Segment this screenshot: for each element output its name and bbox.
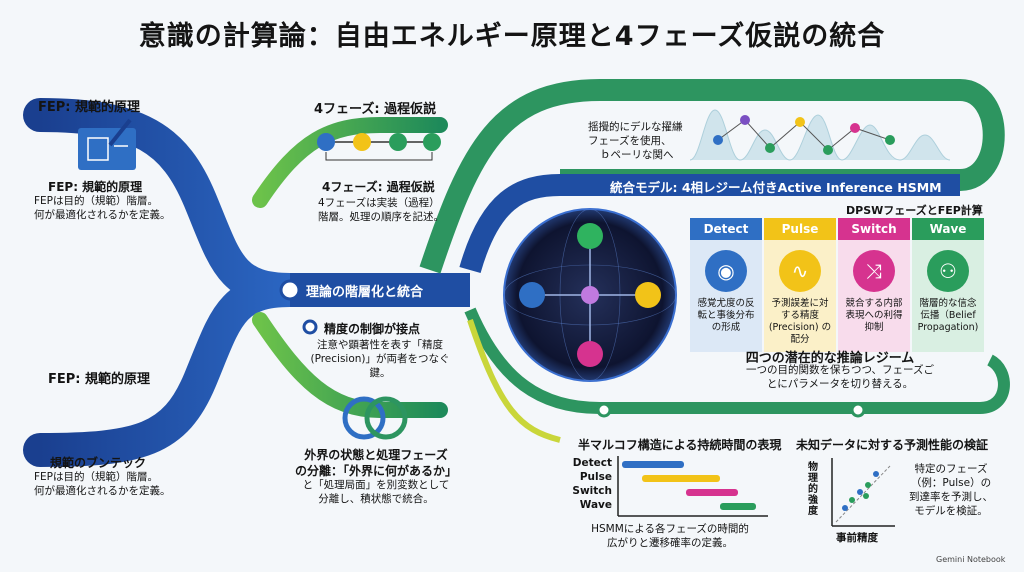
regimes-body-1: 一つの目的関数を保ちつつ、フェーズご (745, 364, 935, 376)
fep-bottom-body-1: FEPは目的（規範）階層。 (34, 471, 159, 483)
bottom-arc-ribbon (464, 307, 1010, 414)
precision-body-2: (Precision)」が両者をつなぐ (310, 353, 450, 365)
phase-2-body-2: 表現への利得 (845, 310, 903, 321)
phase-node-1 (317, 133, 335, 151)
four-phase-subheading: 4フェーズ: 過程仮説 (322, 180, 435, 194)
phase-3-body-3: Propagation) (917, 322, 979, 333)
dpsw-title: DPSWフェーズとFEP計算 (846, 204, 983, 217)
four-phase-heading: 4フェーズ: 過程仮説 (314, 102, 437, 117)
validation-ylabel: 物理的強度 (808, 462, 818, 517)
yellow-ribbon (467, 319, 561, 443)
sphere-node-detect (519, 282, 545, 308)
fep-bottom-body-2: 何が最適化されるかを定義。 (34, 485, 171, 497)
sm-label-detect: Detect (572, 457, 612, 469)
phase-node-2 (353, 133, 371, 151)
validation-body-2: （例：Pulse）の (910, 477, 992, 489)
center-node (279, 279, 301, 301)
fep-top-body-1: FEPは目的（規範）階層。 (34, 195, 159, 207)
sm-bar-switch (686, 489, 738, 496)
sphere-node-pulse (635, 282, 661, 308)
center-label: 理論の階層化と統合 (306, 285, 424, 300)
top-arc-ribbon (419, 79, 1005, 274)
sphere-node-wave (577, 223, 603, 249)
phase-3-body-2: 伝播（Belief (920, 310, 976, 321)
fep-top-subheading: FEP: 規範的原理 (48, 180, 143, 194)
phase-0-body-2: 転と事後分布 (697, 310, 755, 321)
sm-bar-detect (622, 461, 684, 468)
fep-bottom-heading: FEP: 規範的原理 (48, 372, 151, 387)
pencil-icon (108, 118, 132, 147)
pulse-icon: ∿ (779, 250, 821, 292)
wave-peaks (689, 109, 951, 161)
sphere-node-center (581, 286, 599, 304)
separation-body-2: 分離し、積状態で統合。 (318, 493, 434, 505)
blueprint-icon (78, 128, 136, 170)
phase-1-body-3: (Precision) の (768, 322, 832, 333)
phase-1-body-1: 予測誤差に対 (771, 298, 829, 309)
fep-top-body-2: 何が最適化されるかを定義。 (34, 209, 171, 221)
hierarchy-icon: ⚇ (927, 250, 969, 292)
footer-logo: Gemini Notebook (936, 555, 1006, 564)
four-phase-body-1: 4フェーズは実装（過程） (318, 197, 440, 209)
phase-node-3 (389, 133, 407, 151)
model-title: 統合モデル: 4相レジーム付きActive Inference HSMM (610, 180, 942, 195)
validation-heading: 未知データに対する予測性能の検証 (796, 438, 989, 452)
phase-tab-2: Switch (838, 218, 910, 240)
regimes-body-2: とにパラメータを切り替える。 (766, 378, 914, 390)
sm-bar-pulse (642, 475, 720, 482)
sm-label-pulse: Pulse (579, 471, 612, 483)
regimes-heading: 四つの潜在的な推論レジーム (745, 351, 915, 366)
wave-note-2: フェーズを使用、 (588, 135, 672, 147)
phase-tab-1: Pulse (764, 218, 836, 240)
phase-1-body-2: する精度 (780, 310, 819, 321)
semi-markov-body-1: HSMMによる各フェーズの時間的 (591, 523, 749, 535)
model-band (459, 174, 960, 274)
precision-heading: 精度の制御が接点 (324, 322, 421, 336)
sm-label-switch: Switch (572, 485, 612, 497)
eye-icon: ◉ (705, 250, 747, 292)
separation-body-1: と「処理局面」を別変数として (302, 479, 450, 491)
phase-0-body-3: の形成 (711, 322, 741, 333)
lower-green-ribbon (252, 312, 448, 418)
sm-bar-wave (720, 503, 756, 510)
validation-body-3: 到達率を予測し、 (909, 491, 993, 503)
phase-3-body-1: 階層的な信念 (919, 298, 977, 309)
phase-1-body-4: 配分 (790, 334, 810, 345)
wave-note-1: 揺攪的にデルな擢縑 (588, 121, 683, 133)
validation-body-4: モデルを検証。 (914, 505, 988, 517)
ring-right-icon (364, 396, 408, 440)
validation-xlabel: 事前精度 (836, 532, 878, 544)
semi-markov-heading: 半マルコフ構造による持続時間の表現 (578, 438, 782, 452)
validation-body-1: 特定のフェーズ (914, 463, 988, 475)
phase-0-body-1: 感覚尤度の反 (697, 298, 755, 309)
shuffle-icon: ⤨ (853, 250, 895, 292)
phase-tab-3: Wave (912, 218, 984, 240)
precision-body-1: 注意や顕著性を表す「精度 (317, 339, 443, 351)
page-title: 意識の計算論：自由エネルギー原理と4フェーズ仮説の統合 (138, 21, 886, 52)
separation-heading-1: 外界の状態と処理フェーズ (304, 448, 448, 462)
four-phase-body-2: 階層。処理の順序を記述。 (318, 211, 444, 223)
fep-top-heading: FEP: 規範的原理 (38, 100, 141, 115)
semi-markov-body-2: 広がりと遷移確率の定義。 (607, 537, 733, 549)
phase-2-body-3: 抑制 (864, 322, 884, 333)
phase-2-body-1: 競合する内部 (845, 298, 903, 309)
separation-heading-2: の分離：「外界に何があるか」 (294, 464, 457, 478)
phase-tab-0: Detect (690, 218, 762, 240)
left-flow-band (23, 98, 291, 467)
fep-bottom-subheading: 規範のブンテック (50, 456, 147, 470)
phase-node-4 (423, 133, 441, 151)
sphere-node-switch (577, 341, 603, 367)
wave-note-3: ｂペーリな関へ (600, 149, 674, 161)
precision-body-3: 鍵。 (369, 367, 391, 379)
ring-left-icon (342, 396, 386, 440)
sm-label-wave: Wave (579, 499, 612, 511)
